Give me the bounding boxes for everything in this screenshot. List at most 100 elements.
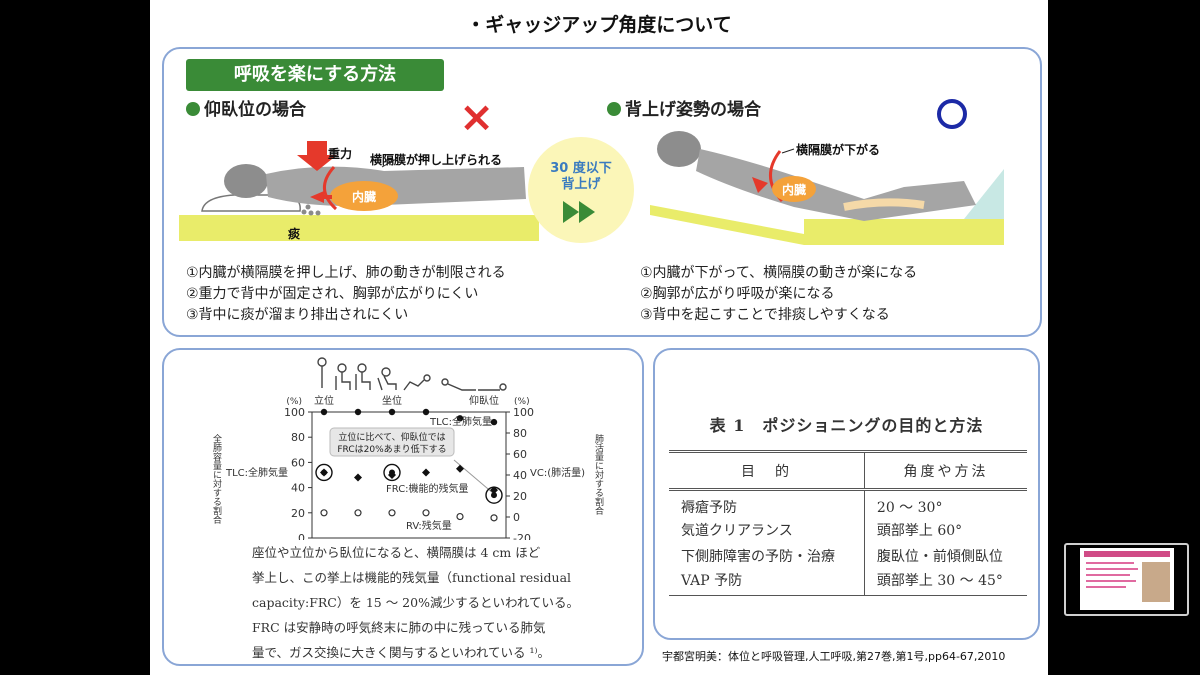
down-arrow-icon (752, 177, 768, 193)
left-unit: (%) (286, 397, 302, 407)
rv-point (422, 509, 430, 517)
right-axis-label: 肺活量に対する割合 (593, 434, 604, 516)
left-side-label: TLC:全肺気量 (225, 466, 288, 479)
right-tick-label: 100 (513, 406, 534, 419)
highlight-point (389, 469, 395, 476)
left-tick-label: 60 (291, 456, 305, 469)
raised-points: ①内臓が下がって、横隔膜の動きが楽になる ②胸郭が広がり呼吸が楽になる ③背中を… (640, 263, 917, 326)
seated-figure-icon (355, 363, 371, 390)
left-tick-label: 40 (291, 482, 305, 495)
tlc-point (354, 408, 362, 416)
frc-point (422, 468, 430, 477)
list-item: ②重力で背中が固定され、胸郭が広がりにくい (186, 286, 479, 302)
table-header-row: 目 的 角度や方法 (669, 450, 1027, 491)
transition-badge: 30 度以下 背上げ (528, 137, 634, 243)
series-label: TLC:全肺気量 (429, 415, 492, 428)
table-row: 気道クリアランス 頭部挙上 60° (669, 517, 1027, 543)
positioning-table: 目 的 角度や方法 褥瘡予防 20 ～ 30° 気道クリアランス 頭部挙上 60… (669, 450, 1027, 596)
thumbnail-image (1142, 562, 1170, 602)
supine-mat (179, 215, 539, 241)
posture-pictograms (317, 357, 507, 391)
rv-point (388, 509, 396, 517)
tlc-point (320, 408, 328, 416)
table-row: VAP 予防 頭部挙上 30 ～ 45° (669, 569, 1027, 596)
breathing-header: 呼吸を楽にする方法 (186, 59, 444, 91)
right-tick-label: 80 (513, 427, 527, 440)
rv-point (320, 509, 328, 517)
seated-figure-icon (335, 363, 351, 390)
bullet-icon (607, 102, 621, 116)
slide: ・ギャッジアップ角度について 呼吸を楽にする方法 仰臥位の場合 × 背上げ姿勢の… (150, 0, 1048, 675)
frc-point (456, 464, 464, 473)
annotation-box (329, 427, 455, 457)
transition-line-1: 30 度以下 (550, 161, 612, 176)
series-label: RV:残気量 (406, 519, 452, 532)
annotation-line-1: 立位に比べて、仰臥位では (338, 431, 445, 443)
top-label: 立位 (314, 394, 334, 407)
left-tick-label: 100 (284, 406, 305, 419)
highlight-ring (315, 463, 333, 482)
top-label: 仰臥位 (469, 394, 499, 407)
organ-label: 内臓 (352, 190, 377, 204)
head-icon (657, 131, 701, 167)
table-row: 下側肺障害の予防・治療 腹臥位・前傾側臥位 (669, 543, 1027, 569)
tlc-point (456, 415, 464, 422)
column-header: 目 的 (669, 450, 865, 491)
circle-mark-icon (937, 99, 967, 129)
frc-description: 座位や立位から臥位になると、横隔膜は 4 cm ほど 挙上し、この挙上は機能的残… (252, 545, 579, 660)
left-tick-label: 0 (298, 532, 305, 540)
right-unit: (%) (514, 397, 530, 407)
rv-point (490, 514, 498, 522)
slide-thumbnail[interactable] (1064, 543, 1189, 616)
organ-shape (772, 176, 816, 202)
reclining-figure-icon (377, 367, 397, 391)
citation: 宇都宮明美：体位と呼吸管理,人工呼吸,第27巻,第1号,pp64-67,2010 (662, 650, 1006, 663)
play-arrow-icon (579, 201, 595, 223)
left-axis-label: 全肺容量に対する割合 (211, 433, 222, 525)
list-item: ③背中に痰が溜まり排出されにくい (186, 307, 409, 323)
right-tick-label: 0 (513, 511, 520, 524)
lying-figure-icon (478, 383, 507, 391)
right-tick-label: 60 (513, 448, 527, 461)
head-icon (224, 164, 268, 198)
right-tick-label: 20 (513, 490, 527, 503)
column-header: 角度や方法 (864, 450, 1027, 491)
supine-points: ①内臓が横隔膜を押し上げ、肺の動きが制限される ②重力で背中が固定され、胸郭が広… (186, 263, 506, 326)
leg-cushion (964, 169, 1004, 219)
list-item: ①内臓が下がって、横隔膜の動きが楽になる (640, 265, 918, 281)
list-item: ①内臓が横隔膜を押し上げ、肺の動きが制限される (186, 265, 506, 281)
rv-point (456, 512, 464, 521)
list-item: ③背中を起こすことで排痰しやすくなる (640, 307, 890, 323)
tlc-point (388, 408, 396, 416)
raised-mat (804, 219, 1004, 245)
left-tick-label: 20 (291, 507, 305, 520)
posture-illustration (179, 131, 1004, 245)
lying-figure-icon (441, 378, 476, 391)
play-arrow-icon (563, 201, 579, 223)
push-arrow-icon (310, 191, 324, 203)
slide-title: ・ギャッジアップ角度について (466, 14, 732, 36)
tlc-point (422, 408, 430, 416)
gravity-arrow (307, 141, 327, 155)
highlight-point (321, 469, 327, 476)
breathing-panel: 呼吸を楽にする方法 仰臥位の場合 × 背上げ姿勢の場合 (162, 47, 1042, 337)
standing-figure-icon (317, 357, 327, 388)
highlight-ring (383, 463, 401, 482)
bullet-icon (186, 102, 200, 116)
series-label: FRC:機能的残気量 (386, 482, 469, 495)
table-title: 表 1 ポジショニングの目的と方法 (709, 416, 984, 435)
left-tick-label: 80 (291, 431, 305, 444)
rv-point (354, 509, 362, 517)
positioning-panel: 表 1 ポジショニングの目的と方法 目 的 角度や方法 褥瘡予防 20 ～ 30… (653, 348, 1040, 640)
cross-mark-icon: × (459, 92, 495, 141)
organ-label: 内臓 (782, 183, 807, 197)
raised-title: 背上げ姿勢の場合 (607, 95, 761, 120)
supine-title: 仰臥位の場合 (186, 95, 306, 120)
annotation-line-2: FRCは20%あまり低下する (337, 443, 446, 455)
table-row: 褥瘡予防 20 ～ 30° (669, 489, 1027, 517)
organ-shape (330, 181, 398, 211)
diaphragm-line (323, 165, 338, 211)
highlight-ring (485, 486, 503, 504)
sputum-label: 痰 (288, 227, 301, 241)
